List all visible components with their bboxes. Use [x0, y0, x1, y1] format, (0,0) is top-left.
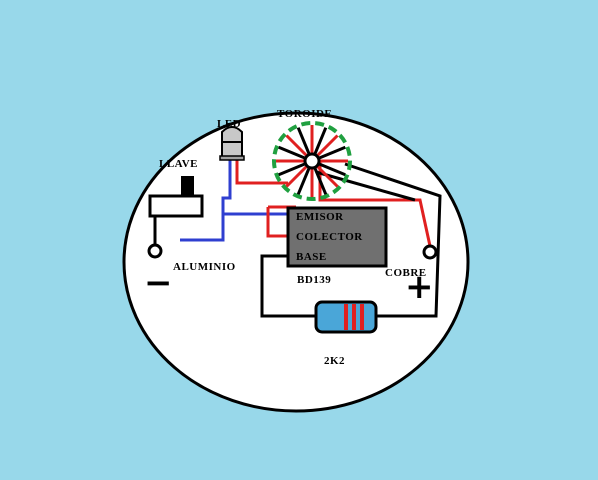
switch-body: [148, 194, 204, 218]
minus-sign: −: [144, 263, 173, 303]
led-to-toroid-wire: [235, 160, 288, 185]
resistor-to-toroid-wire: [344, 162, 442, 318]
plus-sign: +: [405, 267, 434, 307]
led-label: LED: [217, 118, 241, 130]
base-label: BASE: [296, 251, 327, 263]
resistor-band-1: [344, 304, 348, 330]
colector-label: COLECTOR: [296, 231, 363, 243]
led-dome: [221, 126, 243, 143]
toroide-label: TOROIDE: [277, 108, 332, 120]
led-to-switch-wire: [221, 160, 232, 214]
cobre-terminal-group: [422, 244, 438, 260]
led-rim: [219, 155, 245, 161]
bd139-label: BD139: [297, 274, 331, 286]
switch-to-aluminio-wire: [180, 214, 225, 242]
aluminio-label: ALUMINIO: [173, 261, 236, 273]
toroid-ring: [272, 121, 352, 201]
transistor-component: [286, 206, 388, 268]
toroid-core: [303, 152, 321, 170]
toroid-to-collector-wire: [315, 170, 416, 202]
blue-wires: [180, 160, 296, 242]
llave-label: LLAVE: [159, 158, 198, 170]
led-component: [219, 126, 245, 161]
resistor-band-2: [352, 304, 356, 330]
resistor-component: [314, 300, 378, 334]
switch-component: [147, 176, 204, 259]
toroid: [272, 121, 352, 201]
black-wires: [260, 162, 442, 318]
emisor-label: EMISOR: [296, 211, 344, 223]
resistor-band-3: [360, 304, 364, 330]
base-to-resistor-wire: [260, 254, 316, 318]
aluminio-terminal: [147, 243, 163, 259]
resistor-label: 2K2: [324, 355, 345, 367]
cobre-label: COBRE: [385, 267, 427, 279]
switch-lever: [181, 176, 194, 196]
cobre-terminal: [422, 244, 438, 260]
transistor-body: [286, 206, 388, 268]
